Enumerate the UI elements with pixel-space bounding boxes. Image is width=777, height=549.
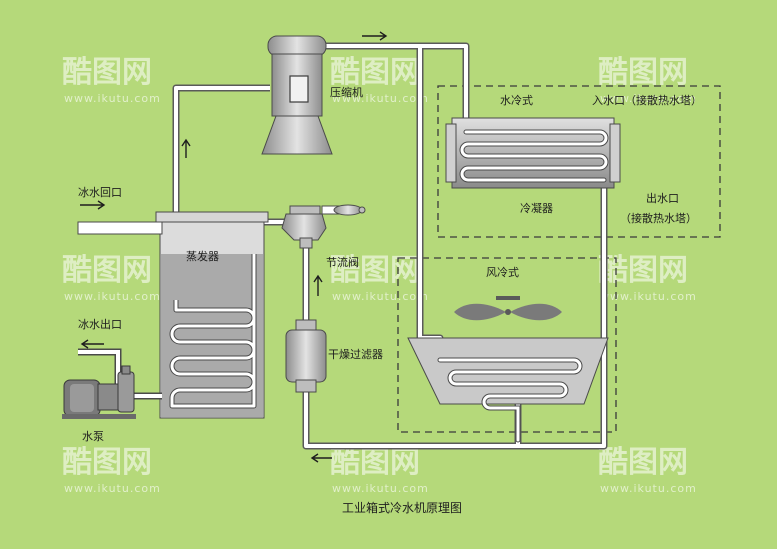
arrow-right-icon [362,31,388,41]
air-cooled-label: 风冷式 [486,266,519,279]
watermark-url: www.ikutu.com [332,482,429,495]
watermark-url: www.ikutu.com [64,92,161,105]
arrow-left-icon [310,453,332,463]
throttle-valve [281,204,366,249]
throttle-valve-label: 节流阀 [326,255,359,269]
condenser-label: 冷凝器 [520,201,553,215]
watermark-brand: 酷图网 [62,445,152,480]
pump-label: 水泵 [82,430,104,443]
arrow-up-icon [313,274,323,296]
watermark-url: www.ikutu.com [332,92,429,105]
evaporator-tank [155,211,269,419]
fan-icon [454,296,562,321]
watermark-url: www.ikutu.com [332,290,429,303]
chilled-return-label: 冰水回口 [78,186,122,199]
watermark-url: www.ikutu.com [600,92,697,105]
watermark-brand: 酷图网 [598,253,688,288]
watermark-brand: 酷图网 [62,253,152,288]
water-inlet-label: 入水口（接散热水塔） [592,93,702,107]
compressor-label: 压缩机 [330,85,363,99]
watermark-brand: 酷图网 [598,445,688,480]
watermark-brand: 酷图网 [62,55,152,90]
dryer-filter-label: 干燥过滤器 [328,348,383,361]
arrow-right-icon [80,200,106,210]
watermark-brand: 酷图网 [330,253,420,288]
chilled-outlet-label: 冰水出口 [78,317,122,331]
air-cooled-condenser [407,337,609,443]
chilled-water-return-pipe [77,221,163,235]
water-outlet-label: 出水口 [646,191,679,205]
water-pump [62,365,136,419]
compressor [261,35,333,155]
watermark-brand: 酷图网 [330,55,420,90]
arrow-up-icon [181,138,191,158]
watermark-group: 酷图网 www.ikutu.com 酷图网 www.ikutu.com 酷图网 … [62,55,697,495]
air-cooled-dashed-box [397,257,617,433]
evaporator-label: 蒸发器 [186,249,219,263]
water-cooled-label: 水冷式 [500,94,533,107]
dryer-filter [285,319,327,393]
water-outlet-note: （接散热水塔） [620,211,697,225]
watermark-brand: 酷图网 [598,55,688,90]
watermark-url: www.ikutu.com [600,482,697,495]
watermark-url: www.ikutu.com [600,290,697,303]
watermark-url: www.ikutu.com [64,482,161,495]
diagram-caption: 工业箱式冷水机原理图 [342,500,462,515]
watermark-brand: 酷图网 [330,445,420,480]
watermark-url: www.ikutu.com [64,290,161,303]
arrow-left-icon [80,339,104,349]
water-cooled-condenser [445,117,621,189]
